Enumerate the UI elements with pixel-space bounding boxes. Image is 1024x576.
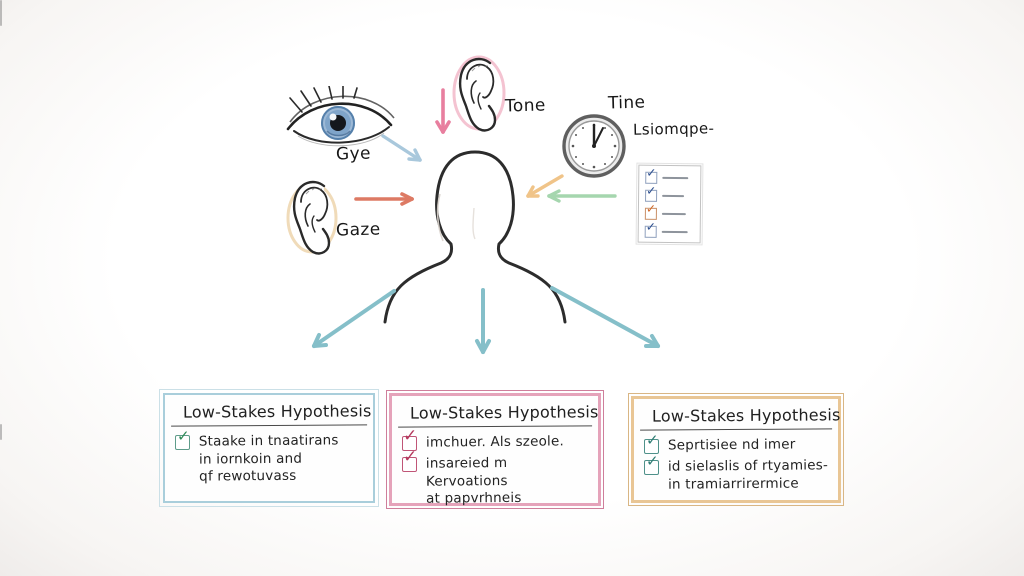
box-item-text: Seprtisiee nd imer	[667, 436, 796, 454]
checkbox-checked-icon: ✓	[644, 453, 659, 475]
checkbox-checked-icon: ✓	[645, 184, 658, 202]
box-item-text: Staake in tnaatirans in iornkoin and qf …	[198, 432, 339, 485]
ear-top-icon	[452, 55, 506, 132]
box-item-text: imchuer. Als szeole.	[425, 433, 565, 451]
checkbox-checked-icon: ✓	[644, 220, 657, 238]
checkbox-checked-icon: ✓	[402, 428, 417, 451]
clock-label: Tine	[607, 92, 646, 114]
checklist-line	[661, 212, 686, 216]
checklist-row: ✓	[645, 166, 695, 185]
checkbox-checked-icon: ✓	[645, 166, 658, 184]
box-title: Low-Stakes Hypothesis	[639, 398, 841, 431]
clock-icon	[562, 114, 626, 178]
box-title: Low-Stakes Hypothesis	[397, 395, 599, 428]
checklist-row: ✓	[644, 220, 695, 239]
edge-artifact	[0, 0, 2, 26]
hypothesis-box-1: Low-Stakes Hypothesis ✓ Staake in tnaati…	[159, 389, 379, 507]
box-item: ✓ Staake in tnaatirans in iornkoin and q…	[175, 429, 365, 486]
box-title: Low-Stakes Hypothesis	[170, 394, 372, 427]
hypothesis-box-3: Low-Stakes Hypothesis ✓ Seprtisiee nd im…	[628, 393, 844, 506]
box-item: ✓ Seprtisiee nd imer	[644, 433, 830, 455]
box-item: ✓ id sielaslis of rtyamies- in tramiarri…	[644, 453, 830, 493]
listening-label: Lsiomqpe-	[632, 119, 715, 139]
edge-artifact	[0, 424, 2, 440]
eye-icon	[286, 86, 395, 147]
person-silhouette	[383, 150, 567, 324]
box-item: ✓ insareied m Kervoations at papvrhneis	[402, 448, 590, 508]
checklist-line	[662, 194, 685, 198]
checkbox-checked-icon: ✓	[644, 433, 659, 454]
box-item: ✓ imchuer. Als szeole.	[402, 428, 590, 452]
box-item-text: insareied m Kervoations at papvrhneis	[425, 454, 522, 507]
box-item-text: id sielaslis of rtyamies- in tramiarrire…	[667, 456, 829, 492]
hypothesis-box-2: Low-Stakes Hypothesis ✓ imchuer. Als sze…	[386, 390, 604, 509]
checklist-row: ✓	[644, 202, 695, 221]
checkbox-checked-icon: ✓	[402, 448, 417, 472]
checklist-line	[662, 176, 689, 180]
checkbox-checked-icon: ✓	[175, 429, 190, 450]
ear-left-icon	[286, 180, 338, 255]
eye-label: Gye	[335, 143, 372, 165]
ear-top-label: Tone	[504, 95, 546, 117]
checklist-row: ✓	[645, 184, 695, 203]
checklist-icon: ✓ ✓ ✓ ✓	[635, 162, 704, 246]
checklist-line	[661, 230, 688, 234]
checkbox-checked-icon: ✓	[644, 202, 657, 220]
arrow-ear-top-to-person	[435, 88, 451, 134]
